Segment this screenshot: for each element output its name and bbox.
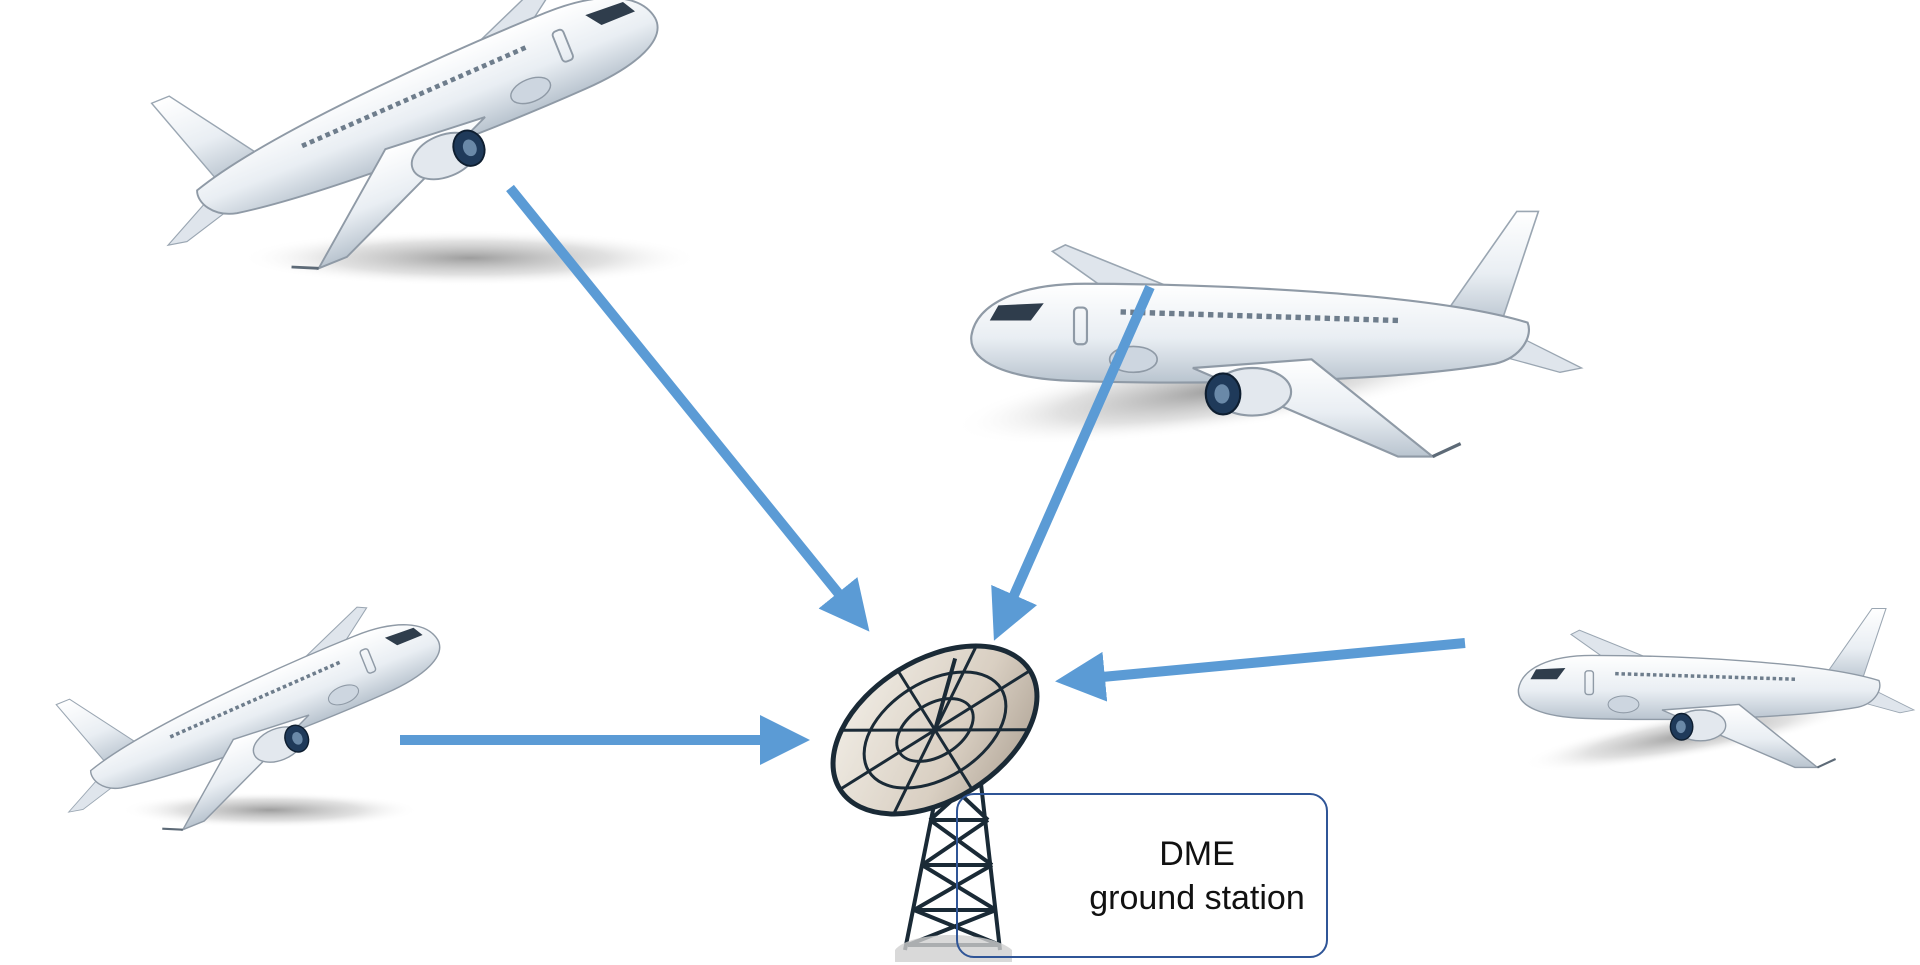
signal-arrow (1055, 638, 1466, 702)
station-label-line1: DME (1159, 834, 1235, 873)
aircraft-shadow (240, 230, 700, 286)
signal-arrow (506, 184, 870, 632)
signal-arrow (991, 284, 1155, 641)
aircraft-shadow (120, 792, 420, 828)
radar-dish-icon (830, 643, 1040, 962)
station-label-box: DME ground station (956, 793, 1328, 958)
station-label-line2: ground station (1089, 878, 1305, 917)
signal-arrows (400, 184, 1466, 765)
